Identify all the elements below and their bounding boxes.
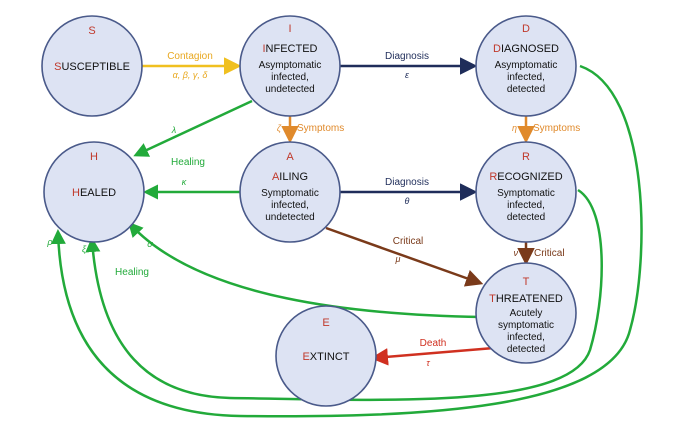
node-diagnosed-desc-2: infected, (507, 72, 545, 83)
node-susceptible-letter: S (88, 25, 95, 37)
edge-critical-a-t-label: Critical (393, 236, 424, 247)
edge-contagion-label: Contagion (167, 51, 213, 62)
edge-critical-a-t: Critical μ (325, 226, 484, 287)
edge-healing-a-h: Healing κ (143, 157, 240, 200)
node-recognized: R RECOGNIZED Symptomatic infected, detec… (475, 141, 577, 243)
edge-diagnosis-a-r-symbol: θ (405, 196, 410, 206)
edge-critical-r-t: ν Critical (514, 242, 565, 266)
node-ailing-desc-2: infected, (271, 200, 309, 211)
node-ailing-desc-3: undetected (265, 212, 315, 223)
edge-contagion: Contagion α, β, γ, δ (142, 51, 242, 80)
edge-symptoms-i-a: ζ Symptoms (277, 116, 344, 144)
node-susceptible: S SUSCEPTIBLE (41, 15, 143, 117)
edge-diagnosis-i-d: Diagnosis ε (340, 51, 478, 80)
node-threatened-desc-2: symptomatic (498, 320, 554, 331)
edge-death-t-e-symbol: τ (426, 358, 430, 368)
node-infected-desc-3: undetected (265, 84, 315, 95)
edge-symptoms-d-r: η Symptoms (512, 116, 580, 144)
edge-diagnosis-a-r: Diagnosis θ (340, 177, 478, 206)
node-healed-name: HEALED (72, 187, 116, 199)
node-threatened-desc-1: Acutely (510, 308, 543, 319)
node-healed: H HEALED (43, 141, 145, 243)
edge-symptoms-i-a-label: Symptoms (297, 123, 344, 134)
edge-death-t-e: Death τ (370, 338, 495, 368)
edge-symptoms-d-r-label: Symptoms (533, 123, 580, 134)
node-diagnosed-letter: D (522, 23, 530, 35)
node-diagnosed-desc-1: Asymptomatic (495, 60, 558, 71)
edge-healing-d-h: ρ (46, 64, 643, 418)
edge-healing-a-h-label: Healing (171, 157, 205, 168)
node-infected-name: INFECTED (262, 43, 317, 55)
edge-healing-t-h-symbol: σ (147, 239, 153, 249)
edge-healing-i-h: λ (133, 99, 253, 157)
edge-healing-t-h-label: Healing (115, 267, 149, 278)
node-ailing-name: AILING (272, 171, 308, 183)
edge-diagnosis-a-r-label: Diagnosis (385, 177, 429, 188)
node-recognized-desc-3: detected (507, 212, 545, 223)
node-recognized-letter: R (522, 151, 530, 163)
edge-healing-d-h-symbol: ρ (46, 237, 52, 247)
node-infected-desc-1: Asymptomatic (259, 60, 322, 71)
node-extinct: E EXTINCT (275, 305, 377, 407)
edge-healing-a-h-symbol: κ (182, 177, 187, 187)
edge-diagnosis-i-d-symbol: ε (405, 70, 410, 80)
node-diagnosed-name: DIAGNOSED (493, 43, 559, 55)
edge-contagion-symbol: α, β, γ, δ (173, 70, 209, 80)
node-threatened-letter: T (523, 276, 530, 288)
edge-healing-r-h: ξ (82, 188, 603, 402)
node-threatened-name: THREATENED (489, 293, 563, 305)
edge-symptoms-d-r-symbol: η (512, 123, 517, 133)
edge-healing-t-h: Healing σ (115, 221, 483, 319)
node-ailing-desc-1: Symptomatic (261, 188, 319, 199)
node-infected: I INFECTED Asymptomatic infected, undete… (239, 15, 341, 117)
node-extinct-letter: E (322, 317, 329, 329)
edge-diagnosis-i-d-label: Diagnosis (385, 51, 429, 62)
edge-critical-r-t-symbol: ν (514, 248, 519, 258)
node-diagnosed-desc-3: detected (507, 84, 545, 95)
node-diagnosed: D DIAGNOSED Asymptomatic infected, detec… (475, 15, 577, 117)
node-recognized-name: RECOGNIZED (489, 171, 562, 183)
node-recognized-desc-2: infected, (507, 200, 545, 211)
node-ailing: A AILING Symptomatic infected, undetecte… (239, 141, 341, 243)
node-infected-letter: I (288, 23, 291, 35)
edge-critical-a-t-symbol: μ (395, 254, 401, 264)
node-threatened-desc-3: infected, (507, 332, 545, 343)
edge-critical-r-t-label: Critical (534, 248, 565, 259)
node-extinct-name: EXTINCT (302, 351, 349, 363)
edge-death-t-e-label: Death (420, 338, 447, 349)
node-recognized-desc-1: Symptomatic (497, 188, 555, 199)
node-threatened: T THREATENED Acutely symptomatic infecte… (475, 262, 577, 364)
node-susceptible-name: SUSCEPTIBLE (54, 61, 130, 73)
node-threatened-desc-4: detected (507, 344, 545, 355)
node-healed-letter: H (90, 151, 98, 163)
node-infected-desc-2: infected, (271, 72, 309, 83)
edge-healing-i-h-symbol: λ (171, 125, 176, 135)
node-ailing-letter: A (286, 151, 294, 163)
edge-healing-r-h-symbol: ξ (82, 244, 87, 254)
edge-symptoms-i-a-symbol: ζ (277, 123, 282, 133)
